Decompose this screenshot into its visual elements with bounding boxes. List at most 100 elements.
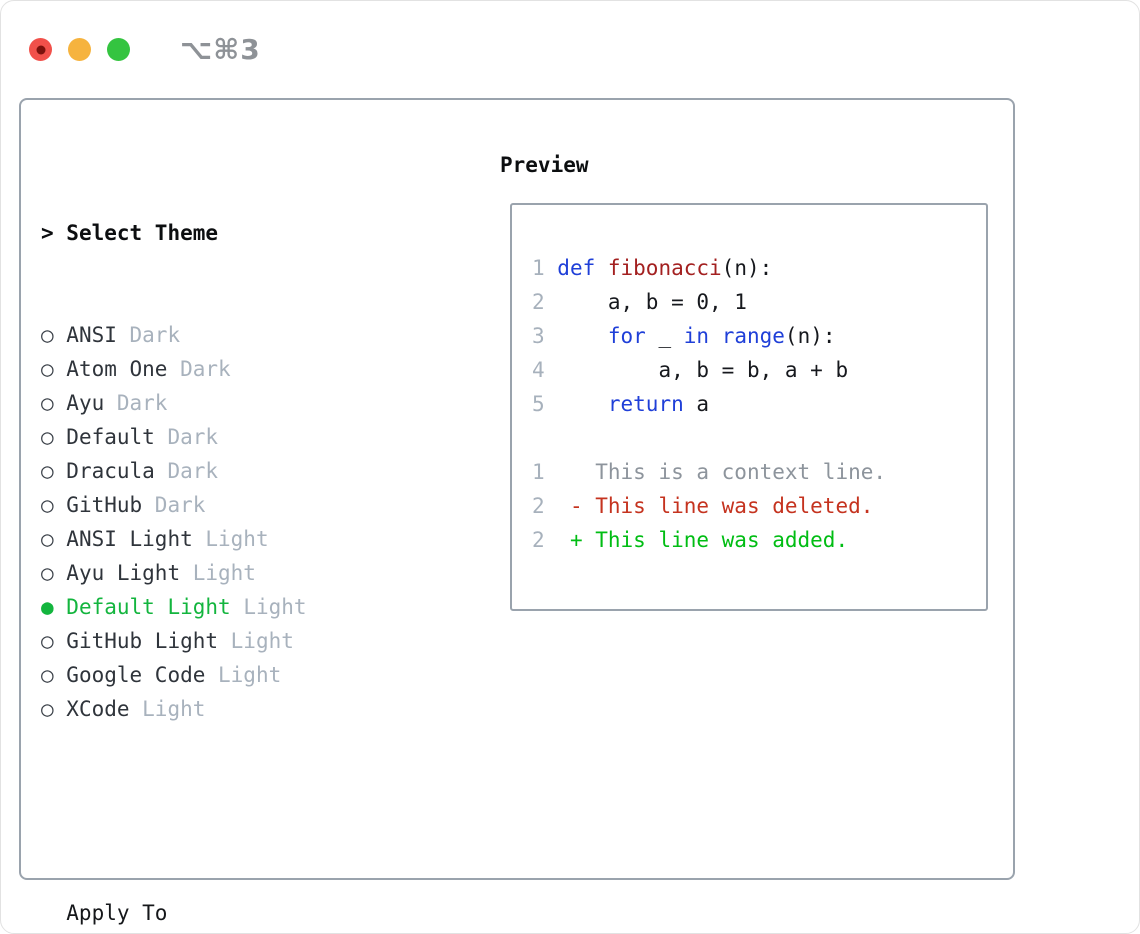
code-segment-ln: 5: [532, 392, 558, 416]
theme-variant-label: Light: [192, 527, 269, 551]
close-dot-icon: [36, 45, 45, 54]
theme-option[interactable]: ○ GitHub Light Light: [41, 624, 395, 658]
prompt-icon: >: [41, 221, 67, 245]
code-segment-pl: (n):: [784, 324, 836, 348]
window-title: ⌥⌘3: [180, 33, 261, 66]
code-line: 2 a, b = 0, 1: [532, 285, 986, 319]
code-line: 4 a, b = b, a + b: [532, 353, 986, 387]
option-label: XCode: [66, 697, 130, 721]
preview-heading: Preview: [500, 153, 589, 177]
code-line: 5 return a: [532, 387, 986, 421]
code-segment-kw: return: [607, 392, 684, 416]
code-segment-ctx: This is a context line.: [557, 460, 887, 484]
theme-variant-label: Dark: [154, 425, 219, 449]
code-line: 3 for _ in range(n):: [532, 319, 986, 353]
option-label: ANSI: [66, 323, 117, 347]
code-line: 2 - This line was deleted.: [532, 489, 986, 523]
radio-unselected-icon: ○: [41, 629, 67, 653]
theme-variant-label: Light: [218, 629, 294, 653]
option-label: ANSI Light: [66, 527, 193, 551]
titlebar: ⌥⌘3: [1, 1, 1139, 98]
radio-unselected-icon: ○: [41, 663, 67, 687]
code-segment-kw: for: [607, 324, 646, 348]
option-label: Atom One: [66, 357, 168, 381]
code-segment-pl: [557, 392, 608, 416]
theme-picker-panel: > Select Theme ○ ANSI Dark○ Atom One Dar…: [19, 98, 1015, 925]
code-segment-kw: def: [557, 256, 608, 280]
code-line: [532, 421, 986, 455]
theme-option[interactable]: ○ ANSI Light Light: [41, 522, 395, 556]
option-label: Default Light: [66, 595, 231, 619]
code-segment-pl: a, b = b, a + b: [557, 358, 849, 382]
theme-option[interactable]: ○ GitHub Dark: [41, 488, 395, 522]
option-label: Ayu Light: [66, 561, 181, 585]
code-segment-ln: 2: [532, 290, 558, 314]
theme-variant-label: Dark: [154, 459, 219, 483]
radio-unselected-icon: ○: [41, 391, 67, 415]
code-segment-pl: _: [645, 324, 684, 348]
select-theme-label: Select Theme: [66, 221, 219, 245]
radio-unselected-icon: ○: [41, 697, 67, 721]
option-label: GitHub Light: [66, 629, 219, 653]
code-segment-kw: range: [721, 324, 785, 348]
option-label: Dracula: [66, 459, 155, 483]
theme-variant-label: Dark: [167, 357, 231, 381]
option-label: Ayu: [66, 391, 105, 415]
code-segment-pl: [709, 324, 722, 348]
theme-option[interactable]: ○ XCode Light: [41, 692, 395, 726]
theme-variant-label: Dark: [142, 493, 206, 517]
code-segment-ln: 3: [532, 324, 558, 348]
radio-unselected-icon: ○: [41, 357, 67, 381]
zoom-button-icon[interactable]: [107, 38, 130, 61]
theme-option[interactable]: ○ Dracula Dark: [41, 454, 395, 488]
apply-to-label: Apply To: [41, 901, 168, 925]
theme-option[interactable]: ○ ANSI Dark: [41, 318, 395, 352]
option-label: GitHub: [66, 493, 143, 517]
theme-variant-label: Light: [205, 663, 282, 687]
code-segment-pl: a: [683, 392, 710, 416]
select-theme-header: > Select Theme: [41, 216, 395, 250]
minimize-button-icon[interactable]: [68, 38, 91, 61]
theme-variant-label: Dark: [104, 391, 168, 415]
close-button-icon[interactable]: [29, 38, 52, 61]
radio-unselected-icon: ○: [41, 459, 67, 483]
theme-option[interactable]: ○ Default Dark: [41, 420, 395, 454]
code-segment-ln: 2: [532, 494, 558, 518]
code-segment-kw: in: [683, 324, 710, 348]
theme-variant-label: Light: [230, 595, 307, 619]
option-label: Default: [66, 425, 155, 449]
code-segment-ln: 1: [532, 460, 558, 484]
code-segment-ln: 2: [532, 528, 558, 552]
code-line: 2 + This line was added.: [532, 523, 986, 557]
radio-unselected-icon: ○: [41, 493, 67, 517]
radio-unselected-icon: ○: [41, 323, 67, 347]
code-segment-pl: (n):: [721, 256, 773, 280]
code-line: 1 This is a context line.: [532, 455, 986, 489]
spacer: [41, 794, 395, 828]
theme-option[interactable]: ● Default Light Light: [41, 590, 395, 624]
code-segment-del: - This line was deleted.: [557, 494, 874, 518]
code-segment-ln: 1: [532, 256, 558, 280]
code-segment-pl: [557, 324, 608, 348]
radio-unselected-icon: ○: [41, 527, 67, 551]
radio-unselected-icon: ○: [41, 425, 67, 449]
code-segment-add: + This line was added.: [557, 528, 849, 552]
theme-option[interactable]: ○ Google Code Light: [41, 658, 395, 692]
code-segment-pl: a, b = 0, 1: [557, 290, 747, 314]
code-line: 1 def fibonacci(n):: [532, 251, 986, 285]
radio-unselected-icon: ○: [41, 561, 67, 585]
theme-option[interactable]: ○ Ayu Dark: [41, 386, 395, 420]
code-segment-ln: 4: [532, 358, 558, 382]
theme-variant-label: Dark: [116, 323, 181, 347]
theme-list: > Select Theme ○ ANSI Dark○ Atom One Dar…: [41, 148, 395, 933]
theme-option[interactable]: ○ Atom One Dark: [41, 352, 395, 386]
option-label: Google Code: [66, 663, 206, 687]
theme-variant-label: Light: [129, 697, 206, 721]
radio-selected-icon: ●: [41, 595, 67, 619]
theme-variant-label: Light: [180, 561, 256, 585]
code-segment-fn: fibonacci: [607, 256, 722, 280]
theme-option[interactable]: ○ Ayu Light Light: [41, 556, 395, 590]
